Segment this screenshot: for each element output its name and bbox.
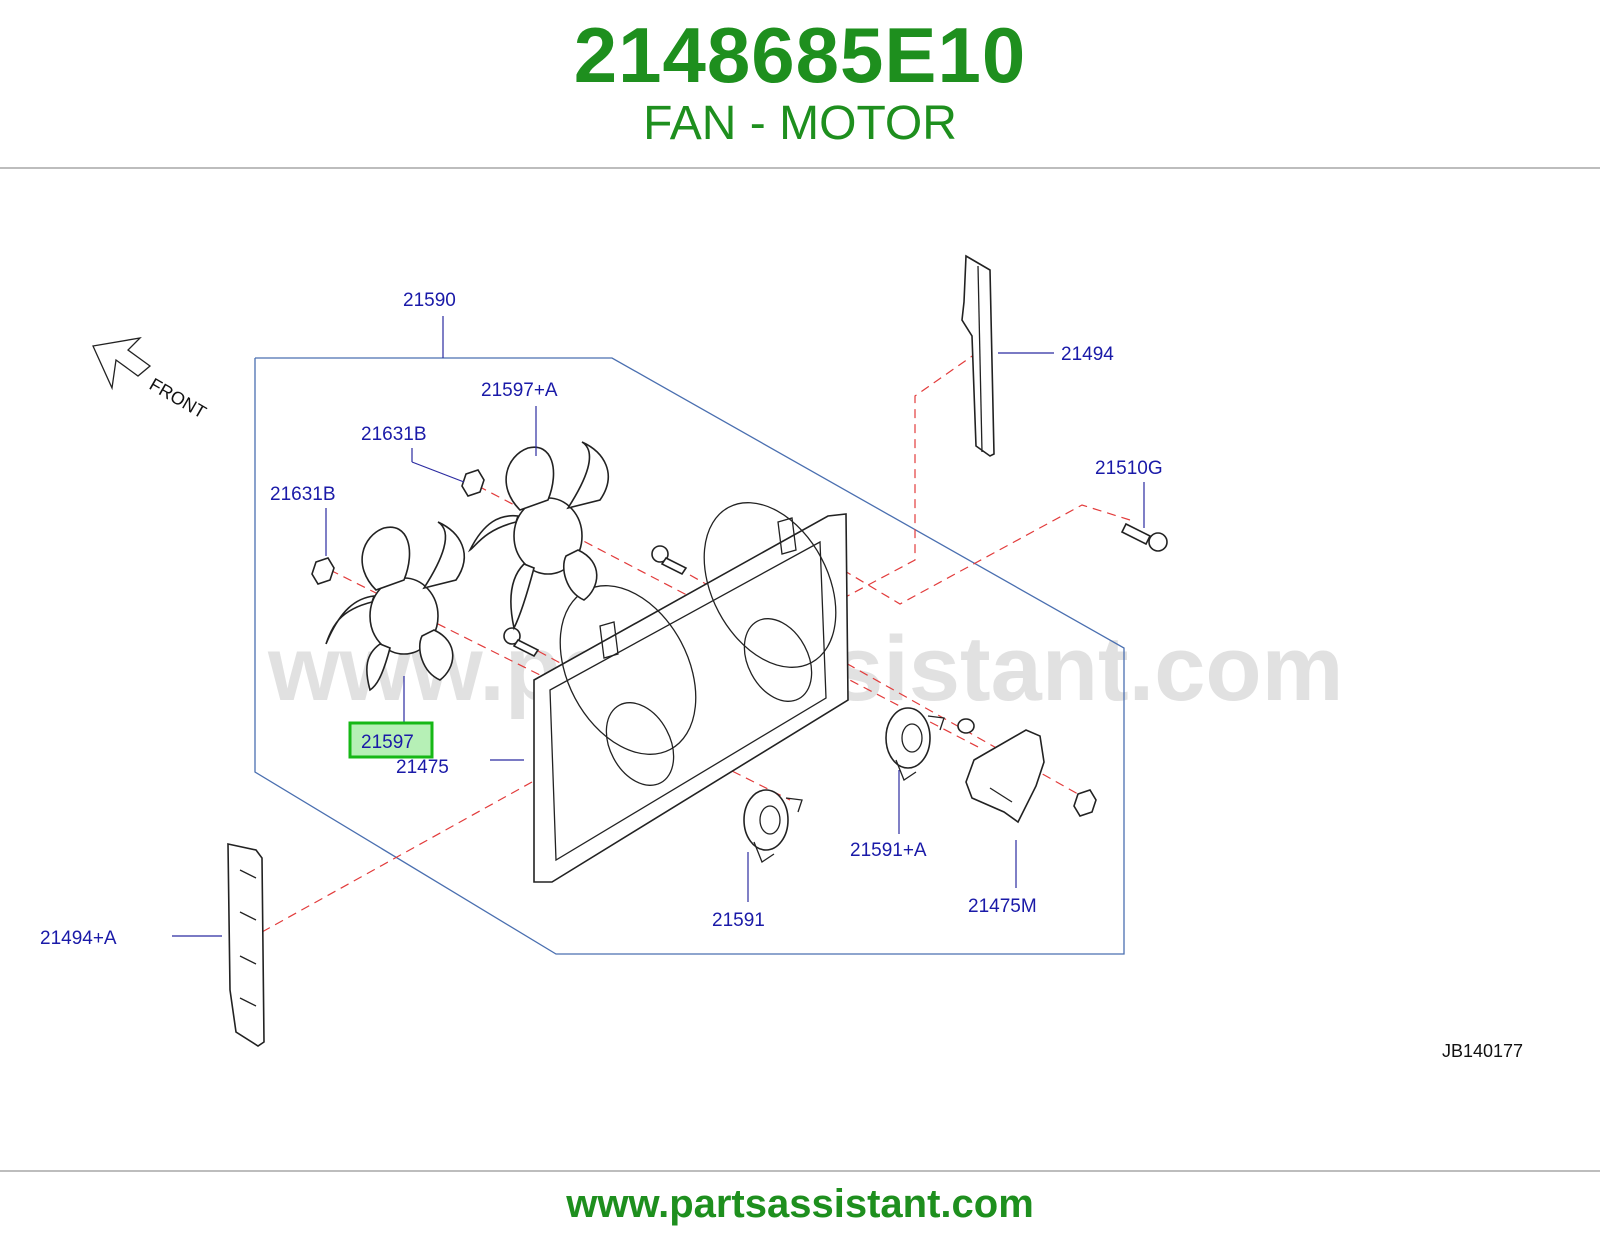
motor-collar-icon bbox=[957, 718, 975, 734]
fan-motor-21591a bbox=[885, 707, 945, 781]
dash-line-21494a bbox=[261, 781, 533, 933]
part-name-subtitle: FAN - MOTOR bbox=[643, 97, 957, 150]
footer-site-link[interactable]: www.partsassistant.com bbox=[566, 1182, 1034, 1226]
leader-21631b-upper-b bbox=[411, 461, 465, 483]
fan-motor-21591 bbox=[743, 789, 803, 863]
dash-line-21494 bbox=[839, 351, 979, 601]
callout-21475m[interactable]: 21475M bbox=[968, 896, 1037, 917]
front-arrow-icon bbox=[92, 337, 152, 391]
top-divider bbox=[0, 167, 1600, 169]
callout-21494a[interactable]: 21494+A bbox=[40, 928, 117, 949]
header: 2148685E10 FAN - MOTOR bbox=[0, 0, 1600, 168]
nut-21631b-lower-icon bbox=[311, 557, 335, 585]
air-guide-21494 bbox=[961, 254, 995, 457]
fan-blade-21597a bbox=[467, 441, 610, 631]
callout-21597-highlighted[interactable]: 21597 bbox=[361, 732, 414, 753]
dash-line-21510g bbox=[817, 504, 1131, 605]
nut-21631b-upper-icon bbox=[461, 469, 485, 497]
shroud-bolt-lower-icon bbox=[503, 627, 540, 658]
highlight-box-21597 bbox=[348, 721, 434, 759]
bolt-21510g-icon bbox=[1120, 522, 1168, 552]
exploded-parts-diagram: www.partsassistant.com FRONT bbox=[0, 170, 1600, 1168]
callout-21591a[interactable]: 21591+A bbox=[850, 840, 927, 861]
assembly-outline bbox=[254, 357, 1125, 955]
callout-21494[interactable]: 21494 bbox=[1061, 344, 1114, 365]
diagram-canvas: www.partsassistant.com FRONT bbox=[40, 254, 1523, 1061]
callout-21591[interactable]: 21591 bbox=[712, 910, 765, 931]
fan-shroud-21475 bbox=[533, 502, 849, 883]
bottom-divider bbox=[0, 1170, 1600, 1172]
callout-21631b-upper[interactable]: 21631B bbox=[361, 424, 427, 445]
nut-end-icon bbox=[1073, 789, 1097, 817]
part-number-title: 2148685E10 bbox=[573, 11, 1027, 99]
air-guide-21494a bbox=[227, 843, 265, 1047]
motor-cover-21475m bbox=[965, 729, 1045, 824]
fan-blade-21597 bbox=[325, 521, 466, 692]
reference-code: JB140177 bbox=[1442, 1041, 1523, 1061]
callout-21597a[interactable]: 21597+A bbox=[481, 380, 558, 401]
callout-21631b-lower[interactable]: 21631B bbox=[270, 484, 336, 505]
front-label: FRONT bbox=[146, 374, 210, 422]
callout-21590[interactable]: 21590 bbox=[403, 290, 456, 311]
callout-21510g[interactable]: 21510G bbox=[1095, 458, 1163, 479]
callout-21475[interactable]: 21475 bbox=[396, 757, 449, 778]
shroud-bolt-upper-icon bbox=[651, 545, 688, 576]
